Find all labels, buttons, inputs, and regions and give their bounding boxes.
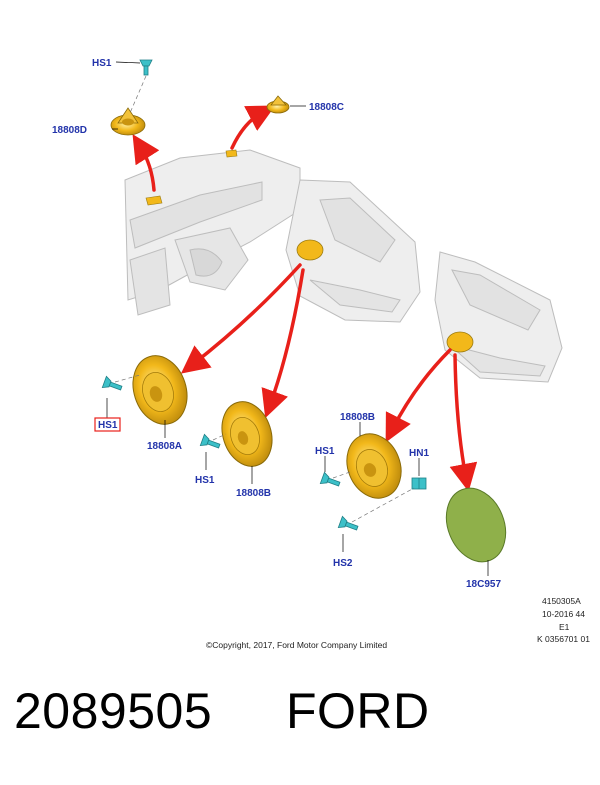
- drawing-revision: E1: [559, 622, 570, 632]
- drawing-reference: K 0356701 01: [537, 634, 590, 644]
- dash-tweeter-left-location: [145, 195, 163, 206]
- callout-18808C: 18808C: [309, 102, 344, 113]
- callout-HS1-boxed: HS1: [98, 420, 118, 431]
- drawing-date-code: 10-2016 44: [542, 609, 585, 619]
- nut-HN1: [411, 477, 427, 490]
- part-number: 2089505: [14, 683, 213, 739]
- screw-HS1-boxed: [101, 375, 123, 391]
- arrow-to-18808B-left: [261, 268, 305, 419]
- callout-HS1-mid: HS1: [195, 475, 215, 486]
- callout-HS1-highlight-box: [94, 417, 121, 432]
- foam-pad-18C957: [445, 487, 507, 563]
- screw-HS1-right: [319, 471, 341, 487]
- callout-18808B-left: 18808B: [236, 488, 271, 499]
- screw-HS1-mid: [199, 433, 221, 449]
- callout-HN1: HN1: [409, 448, 429, 459]
- dash-tweeter-right-location: [225, 149, 238, 158]
- brand-name: FORD: [286, 683, 430, 739]
- tweeter-18808C: [266, 95, 290, 114]
- callout-18808A: 18808A: [147, 441, 182, 452]
- arrow-to-18808A: [180, 263, 302, 374]
- arrow-to-18808D: [132, 134, 160, 192]
- callout-18808D: 18808D: [52, 125, 87, 136]
- screw-HS2: [337, 515, 359, 531]
- speaker-18808B-right: [346, 433, 402, 499]
- callout-18C957: 18C957: [466, 579, 501, 590]
- leader-lines: [106, 61, 489, 576]
- arrow-to-18808B-right: [385, 348, 452, 443]
- tweeter-18808D: [110, 107, 146, 136]
- callout-HS1-top: HS1: [92, 58, 112, 69]
- callout-HS2: HS2: [333, 558, 353, 569]
- arrow-to-18C957: [449, 353, 478, 492]
- copyright-notice: ©Copyright, 2017, Ford Motor Company Lim…: [206, 640, 387, 650]
- screw-HS1-top: [139, 59, 153, 76]
- rear-door-speaker-location: [446, 331, 474, 353]
- front-door-panel-illustration: [285, 179, 421, 323]
- instrument-panel-illustration: [124, 149, 301, 316]
- leader-arrows: [132, 105, 478, 492]
- front-door-speaker-location: [296, 239, 324, 261]
- drawing-id: 4150305A: [542, 596, 581, 606]
- speaker-18808B-left: [221, 401, 273, 467]
- centerlines: [114, 75, 415, 523]
- callout-HS1-right: HS1: [315, 446, 335, 457]
- speaker-18808A: [132, 355, 188, 425]
- callout-18808B-right: 18808B: [340, 412, 375, 423]
- arrow-to-18808C: [230, 105, 276, 150]
